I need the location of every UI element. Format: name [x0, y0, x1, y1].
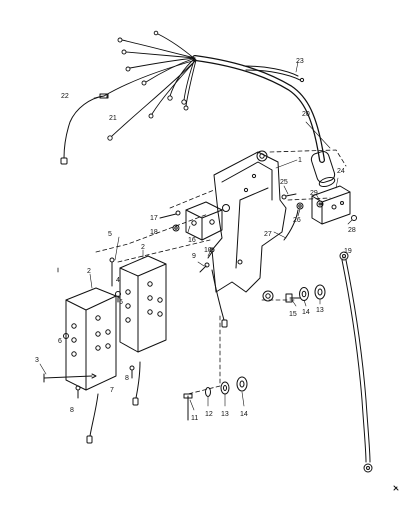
lead-27	[283, 209, 299, 241]
callout-25: 25	[280, 179, 288, 186]
callout-28: 28	[348, 227, 356, 234]
callout-9: 9	[192, 253, 196, 260]
callout-16: 16	[188, 237, 196, 244]
bolt-3	[43, 373, 97, 383]
screw-9	[199, 262, 210, 273]
bolt-11	[183, 393, 193, 421]
callout-6b: 6	[58, 338, 62, 345]
callout-labels: 1 2 2 3 4 5 6 6 7 8 8 9 10 11 12 13 13 1…	[35, 58, 356, 422]
bolt-15	[285, 293, 301, 303]
stud-6	[63, 291, 121, 339]
harness-plug	[310, 151, 336, 188]
callout-27: 27	[264, 231, 272, 238]
callout-14a: 14	[240, 411, 248, 418]
callout-6a: 6	[119, 299, 123, 306]
mounting-plate	[211, 150, 287, 302]
callout-12: 12	[205, 411, 213, 418]
terminal-block-16	[185, 201, 223, 241]
callout-22: 22	[61, 93, 69, 100]
callout-23: 23	[296, 58, 304, 65]
callout-11: 11	[191, 415, 198, 422]
switch-box-right	[119, 255, 167, 353]
harness-wire-fan	[99, 30, 197, 141]
callout-21: 21	[109, 115, 117, 122]
callout-29: 29	[310, 190, 318, 197]
washer-13-right	[314, 284, 326, 300]
callout-18: 18	[150, 229, 158, 236]
fastener-25	[281, 193, 297, 200]
corner-mark-icon	[393, 485, 399, 491]
washer-14-right	[299, 287, 309, 301]
lockwasher-12	[205, 387, 211, 397]
washer-13-lower	[220, 381, 230, 395]
callout-8a: 8	[70, 407, 74, 414]
nut-18	[172, 224, 180, 232]
ground-strap-19	[339, 251, 373, 473]
screw-10	[207, 247, 215, 259]
callout-3: 3	[35, 357, 39, 364]
callout-24: 24	[337, 168, 345, 175]
fastener-26	[296, 202, 304, 210]
washer-14-lower	[236, 376, 248, 392]
stud-5	[109, 257, 115, 287]
lead-7	[86, 361, 141, 444]
callout-10: 10	[204, 247, 212, 254]
callout-14b: 14	[302, 309, 310, 316]
harness-lead-23	[243, 65, 305, 83]
screw-17	[159, 210, 181, 219]
callout-8b: 8	[125, 375, 129, 382]
screw-8	[75, 365, 135, 399]
callout-1: 1	[298, 157, 302, 164]
lead-22	[60, 93, 109, 165]
callout-15: 15	[289, 311, 297, 318]
leader-lines	[39, 61, 353, 411]
callout-20: 20	[302, 111, 310, 118]
switch-box-left	[65, 287, 117, 391]
main-harness	[192, 55, 325, 163]
assembly-lines	[57, 149, 347, 395]
callout-19: 19	[344, 248, 352, 255]
callout-13b: 13	[316, 307, 324, 314]
fastener-28	[351, 215, 357, 221]
short-lead	[211, 269, 228, 328]
callout-2b: 2	[141, 244, 145, 251]
callout-7: 7	[110, 387, 114, 394]
callout-2a: 2	[87, 268, 91, 275]
callout-26: 26	[293, 217, 301, 224]
callout-5: 5	[108, 231, 112, 238]
callout-13a: 13	[221, 411, 229, 418]
callout-17: 17	[150, 215, 158, 222]
callout-4: 4	[116, 277, 120, 284]
